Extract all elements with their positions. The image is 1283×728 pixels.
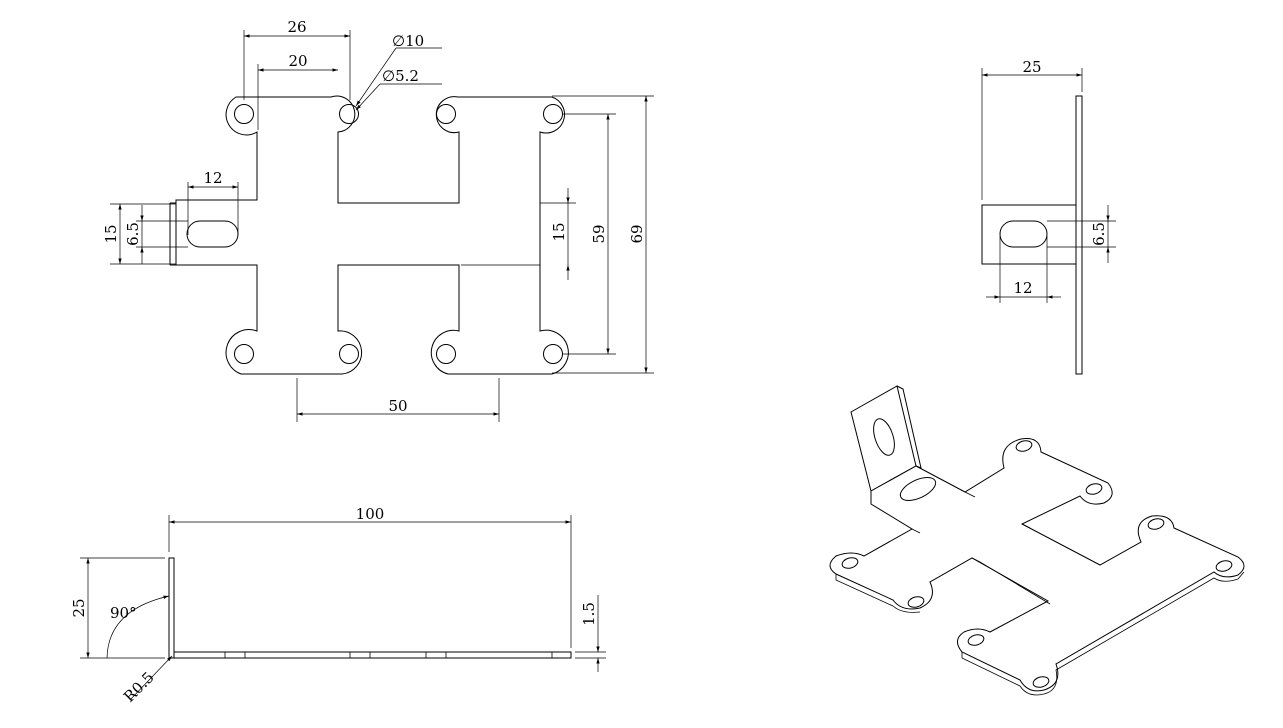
side-plate	[1075, 95, 1083, 375]
front-dim-thickness: 1.5	[580, 602, 598, 626]
dim-6-5-left: 6.5	[124, 222, 142, 246]
dim-26: 26	[287, 18, 306, 36]
hole-top-right-a	[436, 104, 456, 124]
side-dim-12: 12	[1013, 279, 1032, 297]
iso-hole-8	[1032, 676, 1050, 688]
front-flange	[168, 557, 175, 659]
side-dim-6-5: 6.5	[1090, 222, 1108, 246]
side-dim-25: 25	[1022, 58, 1041, 76]
front-angle: 90°	[110, 604, 137, 622]
front-base	[173, 651, 572, 659]
dim-15-right: 15	[550, 222, 568, 241]
front-dim-100: 100	[356, 505, 385, 523]
top-view: 26 20 ∅10 ∅5.2 12 15 6.5 15	[102, 18, 654, 422]
top-view-outline	[175, 95, 569, 375]
front-view: 100 25 90° 1.5 R0.5	[70, 505, 606, 706]
iso-hole-1	[1015, 440, 1033, 452]
dim-dia-5-2: ∅5.2	[382, 67, 419, 85]
hole-bottom-right-a	[436, 344, 456, 364]
dim-dia-10: ∅10	[392, 32, 424, 50]
dim-50: 50	[388, 397, 407, 415]
iso-hole-6	[907, 596, 925, 608]
hole-bottom-left	[234, 344, 254, 364]
dim-15-left: 15	[102, 224, 120, 243]
iso-base-slot	[899, 477, 937, 501]
iso-base-outline	[829, 438, 1245, 692]
hole-top-left	[234, 104, 254, 124]
hole-top-mid	[339, 104, 359, 124]
dim-12-top: 12	[203, 169, 222, 187]
side-slot	[999, 220, 1048, 248]
iso-hole-5	[841, 557, 859, 569]
iso-hole-3	[1147, 518, 1165, 530]
iso-flange-slot	[873, 418, 895, 456]
side-flange	[981, 204, 1077, 265]
iso-hole-4	[1215, 560, 1233, 572]
side-view: 25 6.5 12	[981, 58, 1116, 375]
dim-59: 59	[590, 224, 608, 243]
front-dim-25: 25	[70, 598, 88, 617]
iso-hole-2	[1085, 483, 1103, 495]
front-radius: R0.5	[120, 668, 158, 706]
iso-hole-7	[967, 634, 985, 646]
isometric-view	[829, 385, 1245, 696]
dim-69: 69	[628, 224, 646, 243]
hole-bottom-mid	[339, 344, 359, 364]
dim-20: 20	[288, 52, 307, 70]
